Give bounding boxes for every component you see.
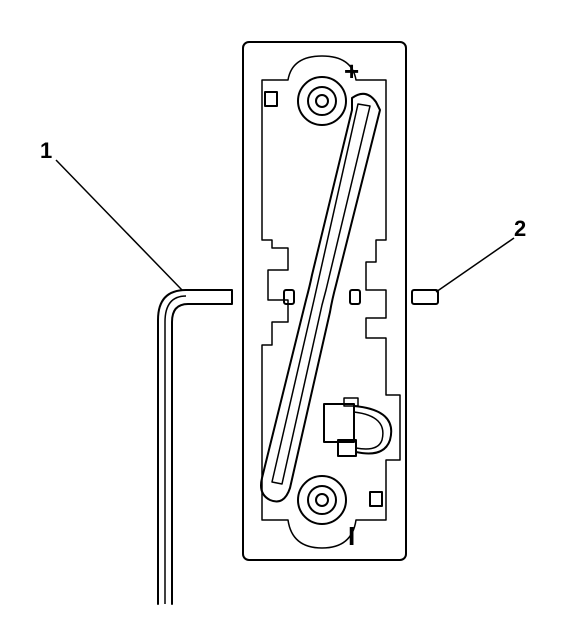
diagonal-strap-inner — [271, 103, 371, 485]
lower-bolt-boss — [297, 475, 347, 525]
center-slot-left — [283, 289, 295, 305]
leader-line-1 — [55, 159, 183, 291]
sensor-wire-inner — [353, 411, 384, 450]
lower-bolt-center — [315, 493, 329, 507]
terminal-plate — [242, 41, 407, 561]
upper-bolt-boss — [297, 76, 347, 126]
positive-terminal-label: + — [344, 56, 359, 86]
plate-inner-outline — [261, 55, 401, 549]
negative-terminal-label: I — [348, 521, 355, 551]
sensor-wire — [353, 405, 393, 455]
hex-key-inner-edge — [164, 295, 187, 604]
diagonal-strap — [260, 92, 381, 503]
upper-bolt-center — [315, 94, 329, 108]
hex-key — [157, 289, 233, 605]
sensor-module — [323, 403, 355, 443]
sensor-clip — [343, 397, 359, 407]
lower-square-tab — [369, 491, 383, 507]
callout-2-label: 2 — [514, 216, 526, 241]
lower-bolt-head — [307, 485, 337, 515]
plug — [411, 289, 439, 305]
center-slot-right — [349, 289, 361, 305]
callout-1-label: 1 — [40, 138, 52, 163]
upper-square-tab — [264, 91, 278, 107]
upper-bolt-head — [307, 86, 337, 116]
leader-line-2 — [435, 237, 515, 293]
